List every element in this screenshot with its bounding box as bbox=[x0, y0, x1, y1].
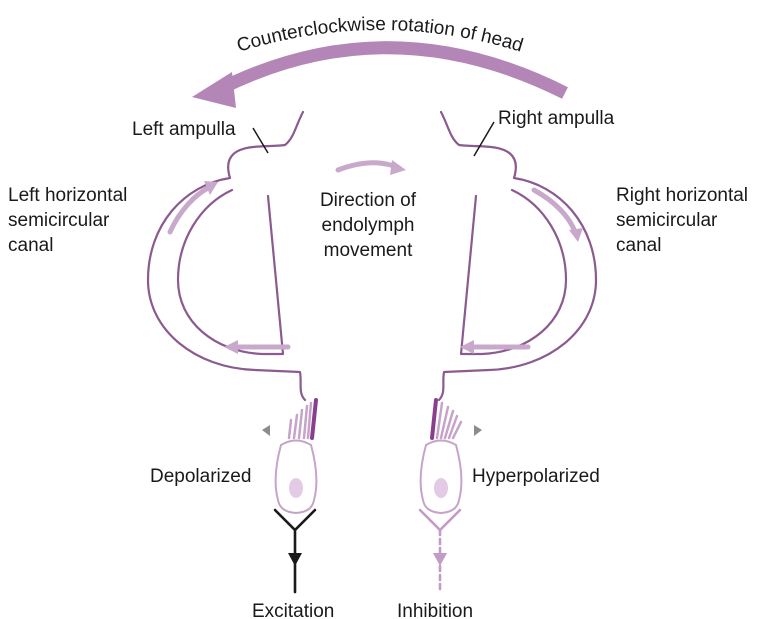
right-semicircular-canal bbox=[439, 112, 596, 400]
inhibition-neuron-arrowhead bbox=[433, 553, 447, 566]
left-cell-body bbox=[276, 441, 317, 514]
depolarized-label: Depolarized bbox=[150, 466, 251, 487]
right-kinocilium bbox=[432, 400, 436, 438]
right-nucleus bbox=[434, 478, 448, 498]
left-kinocilium bbox=[312, 400, 316, 438]
left-stereocilia bbox=[289, 403, 311, 438]
right-ampulla-label: Right ampulla bbox=[498, 108, 615, 129]
excitation-neuron-arrowhead bbox=[288, 553, 302, 566]
left-canal-label-line1: Left horizontal bbox=[8, 185, 127, 206]
right-stereocilia bbox=[437, 403, 461, 438]
excitation-label: Excitation bbox=[252, 601, 334, 619]
endolymph-label-line2: endolymph bbox=[322, 215, 415, 236]
endolymph-label-line1: Direction of bbox=[320, 190, 417, 211]
endolymph-direction-arrow bbox=[338, 160, 406, 175]
hyperpolarized-label: Hyperpolarized bbox=[472, 466, 600, 487]
right-hair-cell bbox=[420, 400, 482, 592]
right-canal-label-line3: canal bbox=[616, 235, 661, 256]
left-tilt-arrowhead bbox=[262, 425, 270, 436]
endolymph-label-line3: movement bbox=[324, 240, 413, 261]
right-ampulla-leader bbox=[474, 122, 494, 156]
inhibition-neuron bbox=[420, 510, 460, 592]
right-canal-label-line2: semicircular bbox=[616, 210, 718, 231]
right-cell-body bbox=[421, 441, 462, 514]
head-rotation-arrow bbox=[192, 48, 565, 108]
left-canal-label-line2: semicircular bbox=[8, 210, 110, 231]
inhibition-label: Inhibition bbox=[397, 601, 473, 619]
right-tilt-arrowhead bbox=[474, 425, 482, 436]
left-ampulla-leader bbox=[253, 128, 268, 153]
excitation-neuron bbox=[275, 510, 315, 592]
left-canal-label-line3: canal bbox=[8, 235, 53, 256]
left-nucleus bbox=[289, 478, 303, 498]
right-canal-label-line1: Right horizontal bbox=[616, 185, 748, 206]
left-semicircular-canal bbox=[148, 112, 305, 400]
left-ampulla-label: Left ampulla bbox=[132, 119, 236, 140]
left-hair-cell bbox=[262, 400, 316, 592]
